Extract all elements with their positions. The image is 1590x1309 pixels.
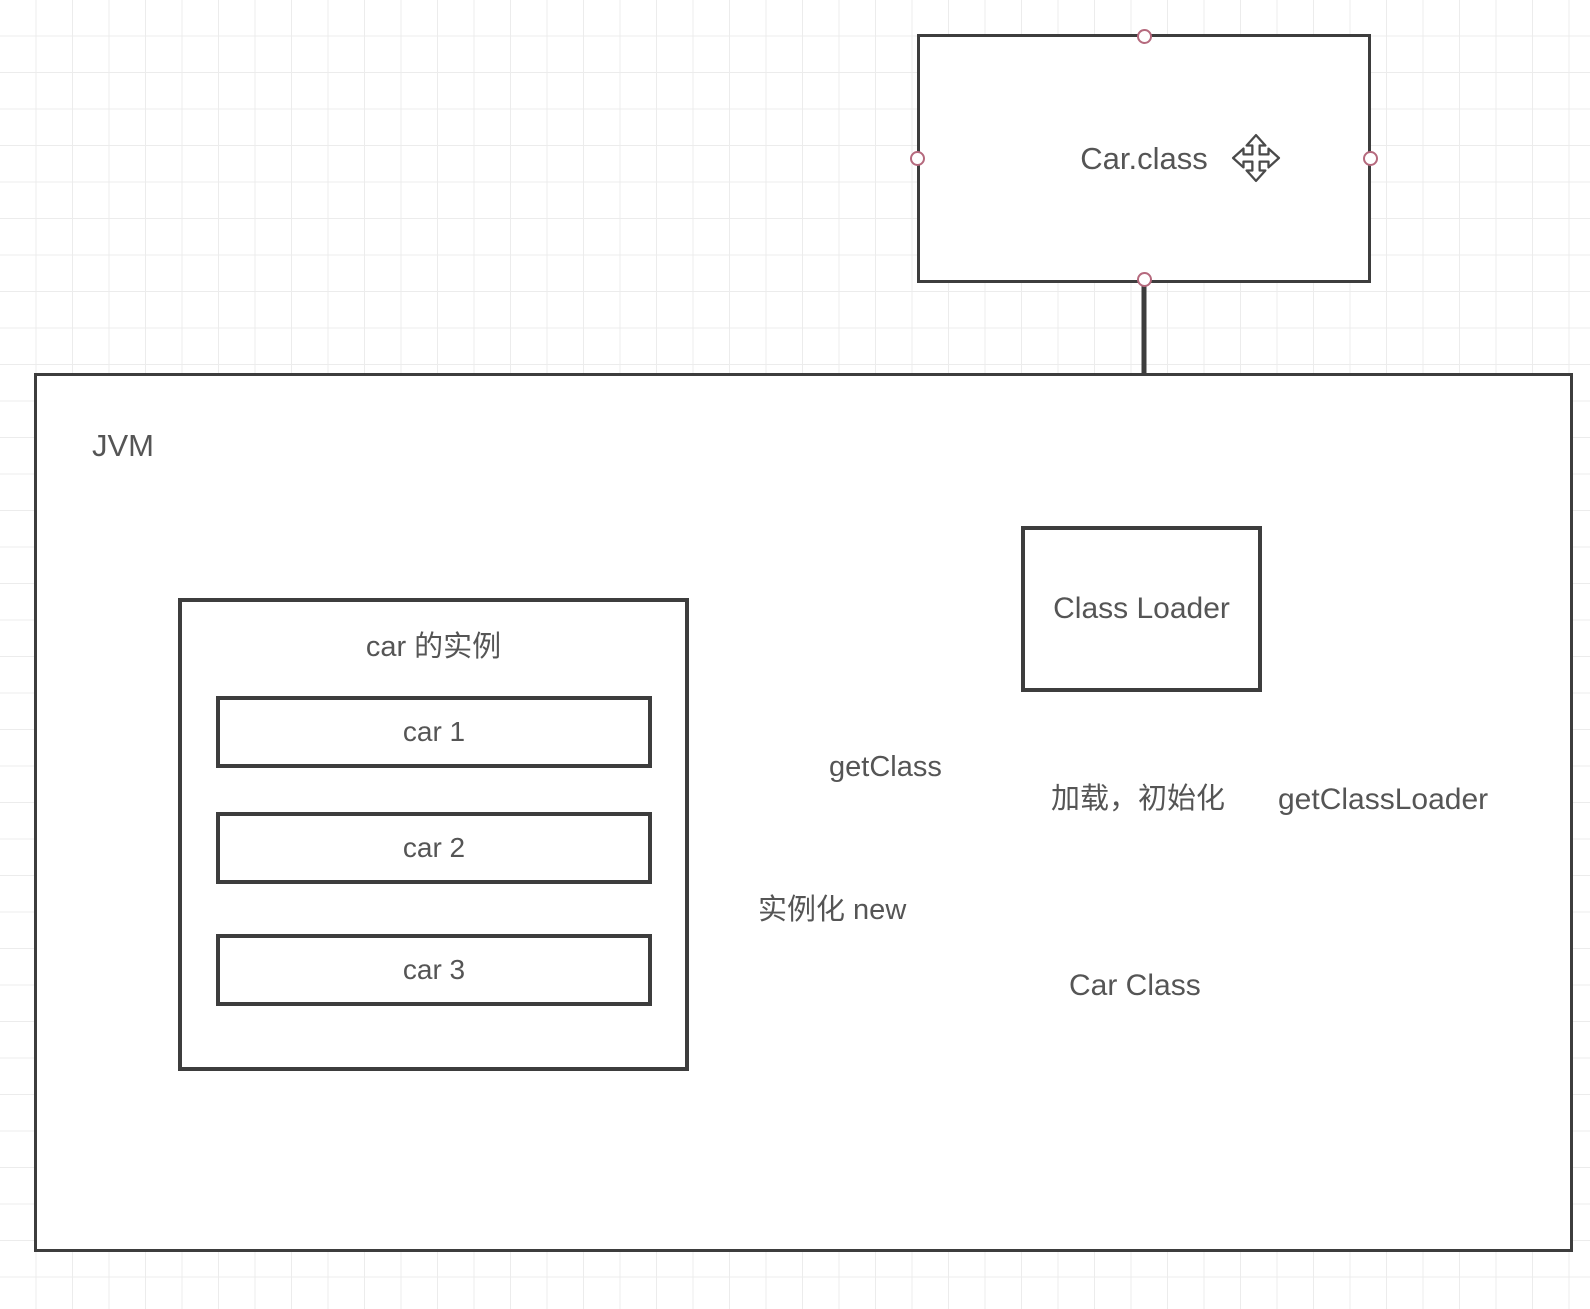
list-item[interactable]: car 1 <box>216 696 652 768</box>
jvm-label: JVM <box>92 428 154 463</box>
edge-label-new-instance: 实例化 new <box>755 895 910 926</box>
list-item[interactable]: car 2 <box>216 812 652 884</box>
class-loader-label: Class Loader <box>1053 592 1230 625</box>
selection-handle-left[interactable] <box>910 151 925 166</box>
list-item[interactable]: car 3 <box>216 934 652 1006</box>
selection-handle-right[interactable] <box>1363 151 1378 166</box>
class-file-box[interactable]: Car.class <box>917 34 1371 283</box>
move-cursor-icon <box>1231 133 1281 183</box>
edge-label-load-initialize: 加载，初始化 <box>1048 784 1229 815</box>
selection-handle-bottom[interactable] <box>1137 272 1152 287</box>
class-loader-box[interactable]: Class Loader <box>1021 526 1262 692</box>
edge-label-get-class-loader: getClassLoader <box>1275 784 1492 816</box>
selection-handle-top[interactable] <box>1137 29 1152 44</box>
instances-group-label: car 的实例 <box>365 631 502 663</box>
edge-label-get-class: getClass <box>826 752 945 783</box>
car-class-label: Car Class <box>1069 969 1201 1002</box>
class-file-label: Car.class <box>1080 140 1208 176</box>
